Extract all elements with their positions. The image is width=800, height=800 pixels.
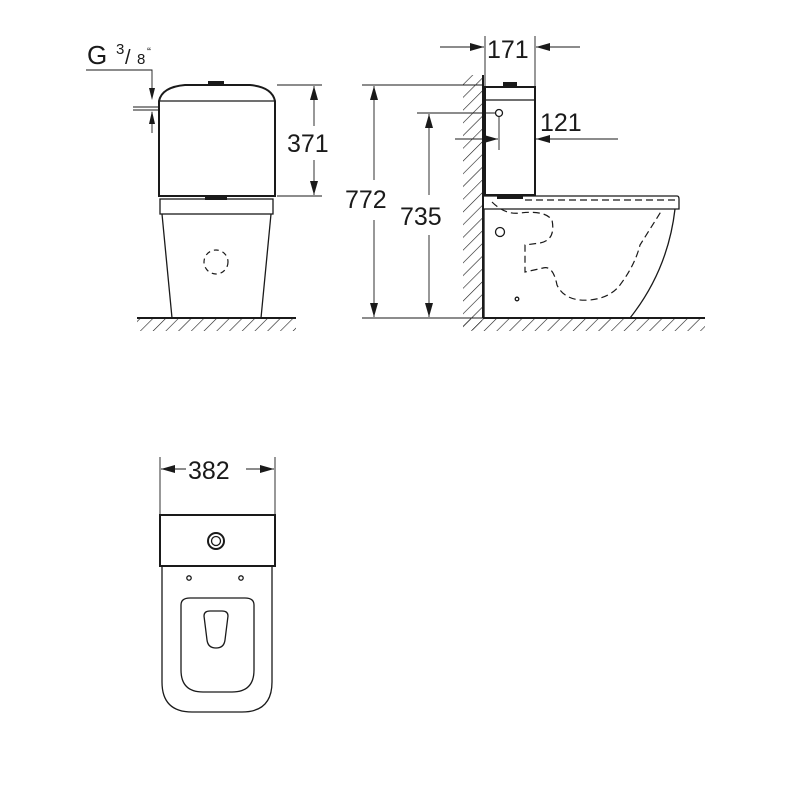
arrow-icon <box>470 43 484 51</box>
cistern <box>158 84 276 197</box>
width-dimension: 382 <box>159 457 276 514</box>
inch-mark: “ <box>147 45 151 59</box>
hinge-hole <box>238 575 244 581</box>
front-view: G 3 / 8 “ 371 <box>86 40 329 331</box>
floor-hatching <box>463 319 705 331</box>
inlet-offset-label: 121 <box>540 109 582 137</box>
arrow-icon <box>370 86 378 100</box>
cistern-height-dimension: 371 <box>277 84 329 197</box>
fixing-hole <box>494 226 506 238</box>
arrow-icon <box>425 114 433 128</box>
hinge-hole <box>186 575 192 581</box>
seat-outline <box>161 566 273 713</box>
trapway-hidden-line <box>491 201 663 301</box>
arrow-icon <box>370 303 378 317</box>
arrow-icon <box>536 43 550 51</box>
leader-line <box>86 69 153 95</box>
width-label: 382 <box>188 457 230 485</box>
bowl-outlet <box>203 610 229 649</box>
cistern-top <box>159 514 276 567</box>
water-inlet <box>494 108 504 118</box>
bowl-outline <box>483 208 676 319</box>
flush-button-inner <box>210 535 222 547</box>
bowl-rim-band <box>159 198 274 215</box>
arrow-icon <box>149 111 155 124</box>
thread-numerator: 3 <box>116 41 124 58</box>
arrow-icon <box>310 86 318 100</box>
arrow-icon <box>310 181 318 195</box>
cistern-depth-label: 171 <box>487 36 529 64</box>
inlet-offset-dimension: 121 <box>455 109 618 143</box>
total-height-dimension: 772 <box>345 84 483 319</box>
flush-button <box>208 81 224 85</box>
thread-dimension: G 3 / 8 “ <box>86 40 158 133</box>
thread-letter: G <box>87 40 107 70</box>
flush-button <box>207 532 225 550</box>
floor-hatching <box>137 319 296 331</box>
cistern-height-label: 371 <box>287 130 329 158</box>
arrow-icon <box>425 303 433 317</box>
thread-slash: / <box>125 47 131 69</box>
seat-opening <box>180 597 255 693</box>
cistern-connector <box>497 195 523 199</box>
cistern-depth-dimension: 171 <box>440 36 580 86</box>
bowl-outline <box>161 213 272 319</box>
side-view: 171 121 772 735 <box>345 36 705 331</box>
arrow-icon <box>536 135 550 143</box>
flush-button <box>503 82 517 86</box>
thread-denominator: 8 <box>137 51 145 68</box>
seat-lid <box>484 195 680 210</box>
top-view: 382 <box>159 457 276 713</box>
total-height-label: 772 <box>345 186 387 214</box>
inlet-height-dimension: 735 <box>400 112 495 317</box>
fixing-point <box>514 296 520 302</box>
arrow-icon <box>260 465 274 473</box>
inlet-height-label: 735 <box>400 203 442 231</box>
cistern <box>484 86 536 196</box>
waste-outlet <box>203 249 229 275</box>
arrow-icon <box>484 135 498 143</box>
arrow-icon <box>161 465 175 473</box>
cistern-connector <box>205 196 227 200</box>
arrow-icon <box>149 88 155 100</box>
